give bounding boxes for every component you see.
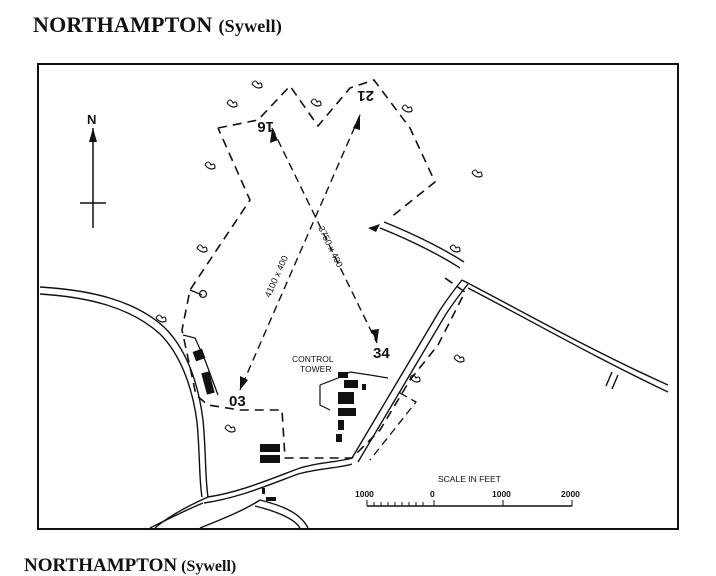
bottom-caption: NORTHAMPTON(Sywell)	[24, 556, 236, 575]
north-label: N	[87, 112, 96, 127]
north-arrow: N	[80, 112, 106, 228]
runway-34-label: 34	[373, 345, 390, 362]
scale-tick-1000-left: 1000	[355, 489, 374, 499]
runway-21-label: 21	[357, 87, 374, 104]
control-tower-line-2: TOWER	[300, 364, 331, 374]
runway-16-34: 16 34 3750 x 400	[257, 118, 390, 362]
runway-03-label: 03	[229, 393, 246, 410]
scale-tick-2000: 2000	[561, 489, 580, 499]
airfield-boundary	[181, 79, 467, 459]
page-title: NORTHAMPTON(Sywell)	[33, 12, 282, 38]
control-tower-line-1: CONTROL	[292, 354, 334, 364]
runway-16-34-dimensions: 3750 x 400	[316, 224, 345, 268]
runway-16-label: 16	[257, 118, 274, 135]
title-main: NORTHAMPTON	[33, 12, 213, 37]
scale-title: SCALE IN FEET	[438, 474, 501, 484]
title-sub: (Sywell)	[218, 16, 283, 36]
tree-symbols	[155, 80, 483, 433]
roads	[39, 221, 669, 529]
bottom-caption-main: NORTHAMPTON	[24, 555, 178, 576]
control-tower-label: CONTROL TOWER	[292, 354, 334, 374]
map-border	[37, 63, 679, 530]
scale-bar: SCALE IN FEET 1000 0 1000 2000	[355, 474, 580, 507]
scale-tick-1000-right: 1000	[492, 489, 511, 499]
bottom-caption-sub: (Sywell)	[181, 558, 237, 575]
perimeter-track	[182, 289, 219, 396]
scale-tick-0: 0	[430, 489, 435, 499]
buildings	[192, 348, 389, 501]
runway-21-03-dimensions: 4100 x 400	[263, 254, 290, 299]
